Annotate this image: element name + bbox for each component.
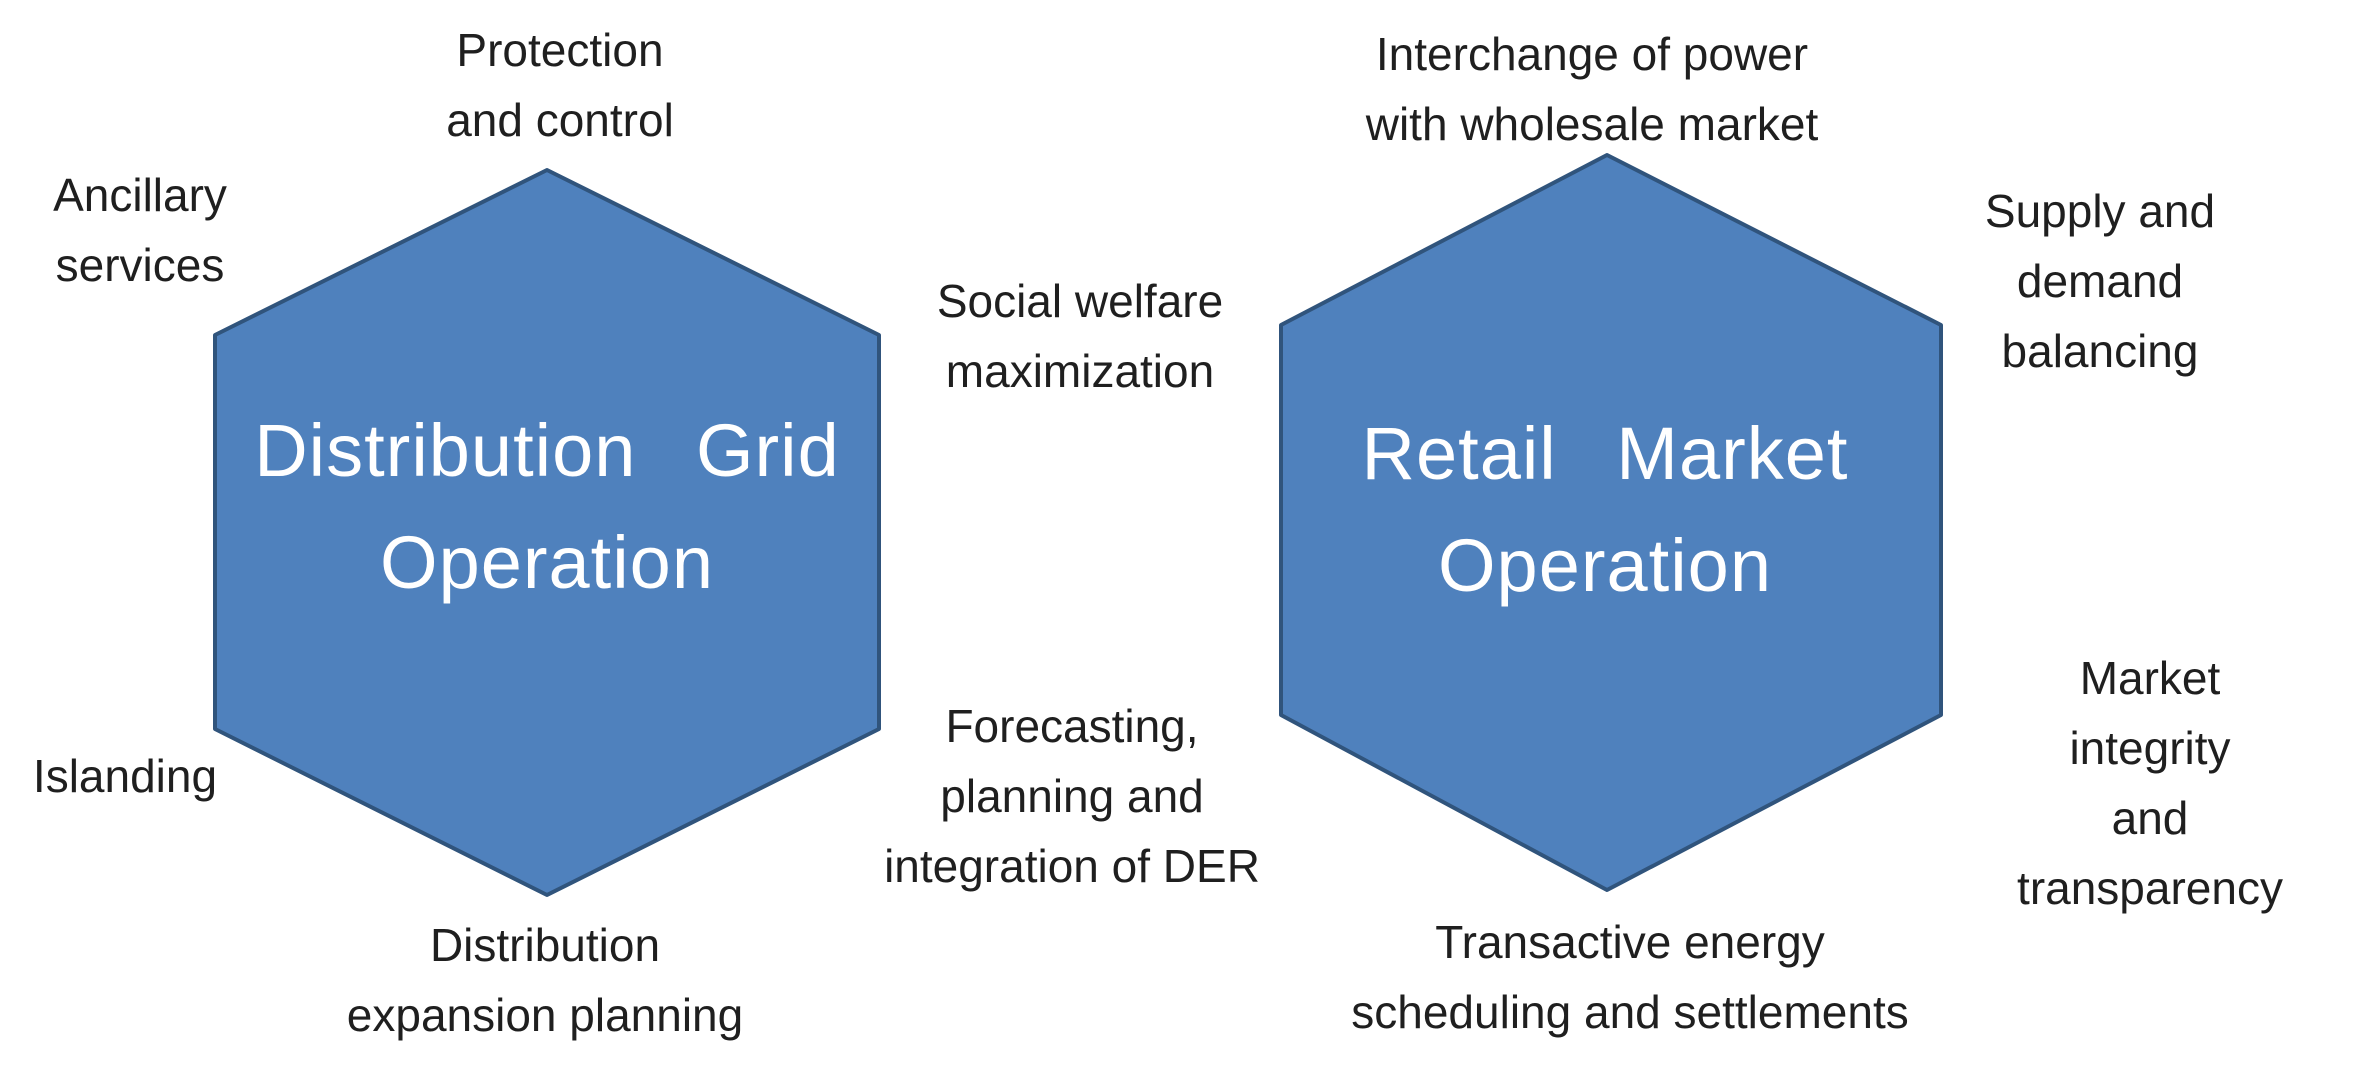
retail-market-title: Retail Market Operation	[1361, 412, 1849, 607]
label-social-welfare-maximization: Social welfare maximization	[936, 275, 1224, 397]
distribution-grid-hexagon	[213, 168, 881, 897]
label-islanding: Islanding	[32, 750, 218, 802]
label-forecasting-planning-integration-der: Forecasting, planning and integration of…	[884, 700, 1260, 892]
label-market-integrity-transparency: Market integrity and transparency	[2017, 652, 2283, 914]
distribution-grid-title: Distribution Grid Operation	[254, 409, 840, 604]
label-protection-and-control: Protection and control	[446, 24, 674, 146]
label-transactive-energy-scheduling: Transactive energy scheduling and settle…	[1351, 916, 1909, 1038]
label-supply-and-demand-balancing: Supply and demand balancing	[1984, 185, 2216, 377]
retail-market-hexagon	[1279, 153, 1943, 892]
label-interchange-of-power: Interchange of power with wholesale mark…	[1365, 28, 1819, 150]
label-distribution-expansion-planning: Distribution expansion planning	[346, 919, 744, 1041]
label-ancillary-services: Ancillary services	[53, 169, 227, 291]
